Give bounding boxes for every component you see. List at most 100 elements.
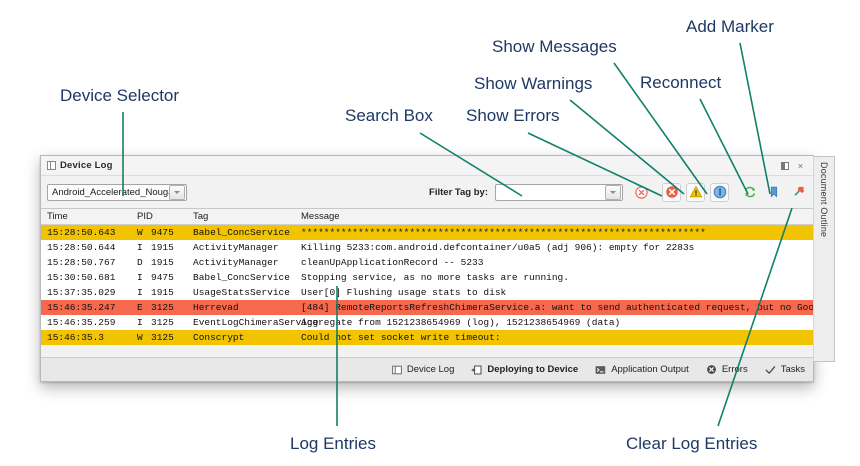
cell-level: I (137, 242, 143, 253)
table-row[interactable]: 15:46:35.247 E 3125 Herrevad [484] RemoteRep… (41, 300, 813, 315)
deploy-icon (471, 365, 482, 375)
cell-pid: 3125 (151, 332, 174, 343)
device-log-icon (47, 161, 56, 170)
annotation-label-show-warnings: Show Warnings (474, 74, 593, 93)
cell-tag: ActivityManager (193, 242, 279, 253)
device-selector[interactable]: Android_Accelerated_Nougat (47, 183, 187, 201)
annotation-label-add-marker: Add Marker (686, 17, 774, 36)
cell-tag: UsageStatsService (193, 287, 290, 298)
cell-tag: ActivityManager (193, 257, 279, 268)
search-box[interactable] (495, 183, 623, 201)
cell-time: 15:37:35.029 (47, 287, 116, 298)
column-header-message: Message (301, 211, 340, 222)
cell-level: W (137, 227, 143, 238)
filter-tag-label: Filter Tag by: (429, 186, 488, 198)
show-messages-icon[interactable] (710, 182, 729, 202)
search-input[interactable] (496, 183, 605, 201)
table-row[interactable]: 15:37:35.029 I 1915 UsageStatsService User[0… (41, 285, 813, 300)
show-errors-icon[interactable] (662, 182, 681, 202)
cell-pid: 3125 (151, 317, 174, 328)
document-outline-bar[interactable]: Document Outline (813, 156, 835, 362)
document-outline-label: Document Outline (819, 162, 829, 238)
cell-message: Aggregate from 1521238654969 (log), 1521… (301, 317, 621, 328)
table-row[interactable]: 15:28:50.643 W 9475 Babel_ConcService ******… (41, 225, 813, 240)
cell-pid: 1915 (151, 257, 174, 268)
cell-message: [484] RemoteReportsRefreshChimeraService… (301, 302, 813, 313)
ide-window: Device Log × Android_Accelerated_Nougat … (40, 155, 835, 382)
cell-tag: Babel_ConcService (193, 227, 290, 238)
cell-time: 15:30:50.681 (47, 272, 116, 283)
search-dropdown-icon[interactable] (605, 184, 621, 200)
minimize-icon (780, 161, 789, 170)
status-item-application-output[interactable]: Application Output (595, 364, 689, 375)
clear-log-icon[interactable] (788, 183, 807, 202)
status-label: Tasks (780, 364, 805, 375)
column-header-pid: PID (137, 211, 153, 222)
reconnect-icon[interactable] (740, 183, 759, 202)
cell-level: E (137, 302, 143, 313)
close-button[interactable]: × (794, 159, 807, 172)
status-label: Application Output (611, 364, 689, 375)
caret-glyph (174, 190, 180, 194)
cell-pid: 1915 (151, 287, 174, 298)
status-item-tasks[interactable]: Tasks (765, 364, 805, 375)
panel-title: Device Log (60, 160, 113, 171)
column-header-time: Time (47, 211, 68, 222)
show-warnings-icon[interactable] (686, 182, 705, 202)
device-selector-value: Android_Accelerated_Nougat (52, 186, 169, 198)
cell-tag: EventLogChimeraService (193, 317, 319, 328)
chevron-down-icon[interactable] (169, 184, 185, 200)
log-table-header: Time PID Tag Message (41, 209, 813, 225)
annotation-label-search-box: Search Box (345, 106, 433, 125)
check-icon (765, 365, 776, 375)
minimize-button[interactable] (778, 159, 791, 172)
caret-glyph (610, 190, 616, 194)
device-log-icon (391, 365, 402, 375)
annotation-label-show-errors: Show Errors (466, 106, 560, 125)
annotation-label-log-entries: Log Entries (290, 434, 376, 453)
status-bar: Device Log Deploying to Device Applicati… (41, 357, 813, 381)
cell-pid: 1915 (151, 242, 174, 253)
cell-level: I (137, 287, 143, 298)
cell-message: ****************************************… (301, 227, 706, 238)
cell-time: 15:46:35.247 (47, 302, 116, 313)
status-label: Device Log (406, 364, 455, 375)
cell-tag: Herrevad (193, 302, 239, 313)
cell-time: 15:28:50.643 (47, 227, 116, 238)
cell-message: Could not set socket write timeout: (301, 332, 501, 343)
cell-level: W (137, 332, 143, 343)
annotation-label-show-messages: Show Messages (492, 37, 617, 56)
clear-filter-icon[interactable] (632, 183, 651, 202)
cell-time: 15:28:50.644 (47, 242, 116, 253)
logcat-toolbar: Android_Accelerated_Nougat Filter Tag by… (41, 176, 813, 208)
cell-message: cleanUpApplicationRecord -- 5233 (301, 257, 484, 268)
console-icon (595, 365, 606, 375)
cell-message: Stopping service, as no more tasks are r… (301, 272, 569, 283)
cell-level: I (137, 317, 143, 328)
column-header-tag: Tag (193, 211, 209, 222)
panel-titlebar: Device Log × (41, 156, 813, 176)
annotation-label-device-selector: Device Selector (60, 86, 180, 105)
cell-pid: 9475 (151, 227, 174, 238)
close-icon: × (797, 160, 804, 171)
table-row[interactable]: 15:28:50.644 I 1915 ActivityManager Killing … (41, 240, 813, 255)
cell-pid: 9475 (151, 272, 174, 283)
status-item-errors[interactable]: Errors (706, 364, 748, 375)
status-label: Errors (721, 364, 748, 375)
cell-message: Killing 5233:com.android.defcontainer/u0… (301, 242, 695, 253)
error-circle-icon (706, 364, 717, 375)
status-item-deploying-to-device[interactable]: Deploying to Device (471, 364, 578, 375)
annotation-label-reconnect: Reconnect (640, 73, 722, 92)
cell-pid: 3125 (151, 302, 174, 313)
cell-message: User[0] Flushing usage stats to disk (301, 287, 507, 298)
cell-time: 15:46:35.259 (47, 317, 116, 328)
add-marker-icon[interactable] (764, 183, 783, 202)
annotation-label-clear-log-entries: Clear Log Entries (626, 434, 758, 453)
status-item-device-log[interactable]: Device Log (391, 364, 455, 375)
